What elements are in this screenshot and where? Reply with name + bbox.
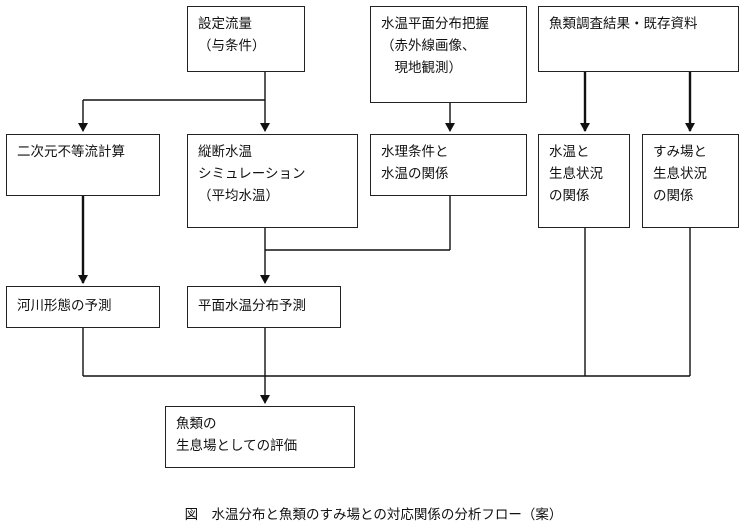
box-plane-temp-prediction: 平面水温分布予測 [187, 286, 341, 328]
box-sumiba-line-3: の関係 [653, 188, 694, 204]
box-eval-line-1: 魚類の [176, 416, 217, 432]
box-sim-line-3: （平均水温） [198, 188, 279, 204]
box-2d-line-1: 二次元不等流計算 [17, 144, 125, 160]
box-habitat-line-2: 生息状況 [549, 166, 603, 182]
box-habitat-line-3: の関係 [549, 188, 590, 204]
box-plane-line-1: 水温平面分布把握 [381, 16, 489, 32]
box-fish-survey: 魚類調査結果・既存資料 [538, 6, 739, 72]
box-eval-line-2: 生息場としての評価 [176, 438, 298, 454]
box-design-flow: 設定流量 （与条件） [187, 6, 305, 72]
box-temp-line-1: 平面水温分布予測 [198, 298, 306, 314]
box-sim-line-2: シミュレーション [198, 166, 306, 182]
box-sim-line-1: 縦断水温 [198, 144, 252, 160]
figure-caption: 図 水温分布と魚類のすみ場との対応関係の分析フロー（案） [184, 507, 563, 523]
box-plane-distribution: 水温平面分布把握 （赤外線画像、 現地観測） [370, 6, 527, 103]
box-river-form-prediction: 河川形態の予測 [6, 286, 160, 328]
box-habitat-evaluation: 魚類の 生息場としての評価 [165, 406, 355, 468]
box-sumiba-line-1: すみ場と [653, 144, 707, 160]
box-habitat-line-1: 水温と [549, 144, 590, 160]
box-longitudinal-simulation: 縦断水温 シミュレーション （平均水温） [187, 134, 358, 228]
box-river-line-1: 河川形態の予測 [17, 298, 112, 314]
box-hydro-line-1: 水理条件と [381, 144, 449, 160]
box-plane-line-2: （赤外線画像、 [381, 38, 476, 54]
box-hydro-line-2: 水温の関係 [381, 166, 449, 182]
box-design-flow-line-2: （与条件） [198, 38, 266, 54]
box-sumiba-habitat-relation: すみ場と 生息状況 の関係 [642, 134, 739, 228]
box-sumiba-line-2: 生息状況 [653, 166, 707, 182]
box-2d-flow-calc: 二次元不等流計算 [6, 134, 160, 196]
box-hydraulic-relation: 水理条件と 水温の関係 [370, 134, 527, 196]
box-fish-line-1: 魚類調査結果・既存資料 [549, 16, 698, 32]
box-temp-habitat-relation: 水温と 生息状況 の関係 [538, 134, 630, 228]
box-design-flow-line-1: 設定流量 [198, 16, 252, 32]
box-plane-line-3: 現地観測） [381, 60, 462, 76]
